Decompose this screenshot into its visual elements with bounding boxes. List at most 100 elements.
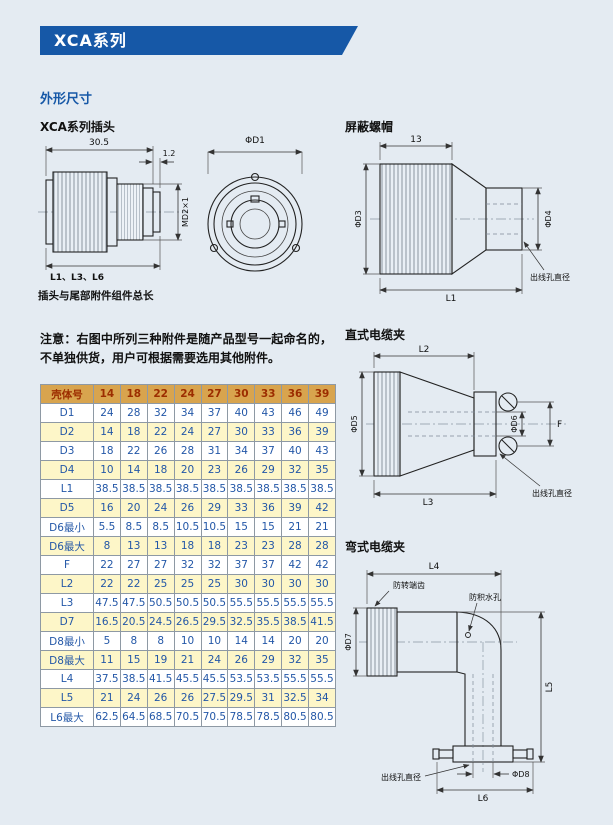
cell-value: 15 — [119, 650, 148, 670]
cell-value: 18 — [200, 536, 229, 556]
bayonet-lug — [209, 243, 219, 253]
series-banner: XCA系列 — [40, 26, 358, 55]
cell-value: 38.5 — [281, 479, 309, 499]
cell-value: 80.5 — [281, 707, 309, 727]
cell-value: 34 — [308, 688, 336, 708]
nut-width-dim: 13 — [410, 135, 421, 145]
cell-value: 70.5 — [173, 707, 202, 727]
cell-value: 21 — [281, 517, 309, 537]
plug-step-dim: 1.2 — [163, 149, 176, 158]
cell-value: 8.5 — [119, 517, 148, 537]
cell-value: 55.5 — [281, 593, 309, 613]
cell-value: 28 — [281, 536, 309, 556]
cell-value: 34 — [173, 403, 202, 423]
cell-value: 35 — [308, 650, 336, 670]
row-label: D8最大 — [40, 650, 94, 670]
cell-value: 24 — [200, 650, 229, 670]
cell-value: 36 — [254, 498, 283, 518]
cell-value: 20 — [119, 498, 148, 518]
cell-value: 31 — [200, 441, 229, 461]
cell-value: 27 — [146, 555, 175, 575]
cell-value: 25 — [200, 574, 229, 594]
cell-value: 43 — [254, 403, 283, 423]
cell-value: 16.5 — [93, 612, 121, 632]
cell-value: 50.5 — [173, 593, 202, 613]
cell-value: 42 — [281, 555, 309, 575]
cell-value: 35 — [308, 460, 336, 480]
plug-side-view: 30.5 1.2 MD2×1 L1、L3、L6 — [38, 138, 190, 283]
cell-value: 32.5 — [227, 612, 256, 632]
nut-outlet-label: 出线孔直径 — [530, 272, 570, 282]
cell-value: 38.5 — [308, 479, 336, 499]
cell-value: 41.5 — [146, 669, 175, 689]
straight-clamp-figure-title: 直式电缆夹 — [345, 328, 406, 342]
cell-value: 31 — [254, 688, 283, 708]
cell-value: 15 — [254, 517, 283, 537]
cell-value: 32 — [281, 460, 309, 480]
col-header: 36 — [281, 384, 309, 404]
cell-value: 36 — [281, 422, 309, 442]
cell-value: 33 — [254, 422, 283, 442]
cell-value: 50.5 — [200, 593, 229, 613]
cell-value: 45.5 — [173, 669, 202, 689]
nut-l1-dim: L1 — [446, 294, 457, 302]
cell-value: 14 — [227, 631, 256, 651]
cell-value: 20.5 — [119, 612, 148, 632]
shield-nut-figure-title: 屏蔽螺帽 — [345, 120, 394, 134]
cell-value: 18 — [173, 536, 202, 556]
cell-value: 26 — [146, 441, 175, 461]
cell-value: 38.5 — [200, 479, 229, 499]
bent-outlet-label: 出线孔直径 — [381, 772, 421, 782]
cell-value: 78.5 — [227, 707, 256, 727]
cell-value: 26.5 — [173, 612, 202, 632]
cell-value: 18 — [146, 460, 175, 480]
col-header: 27 — [200, 384, 229, 404]
cell-value: 10 — [173, 631, 202, 651]
cell-value: 24 — [146, 498, 175, 518]
row-label: L4 — [40, 669, 94, 689]
cell-value: 26 — [173, 498, 202, 518]
cell-value: 24 — [173, 422, 202, 442]
plug-total-length-dim: 30.5 — [89, 138, 109, 148]
row-label: F — [40, 555, 94, 575]
cell-value: 22 — [146, 422, 175, 442]
cell-value: 28 — [308, 536, 336, 556]
cell-value: 18 — [93, 441, 121, 461]
cell-value: 50.5 — [146, 593, 175, 613]
cell-value: 27 — [200, 422, 229, 442]
bent-l4-dim: L4 — [429, 562, 440, 572]
bent-clamp-figure-title: 弯式电缆夹 — [345, 540, 406, 554]
plug-front-view: ΦD1 — [207, 136, 303, 272]
drain-hole-label: 防积水孔 — [469, 592, 501, 602]
cell-value: 41.5 — [308, 612, 336, 632]
cell-value: 55.5 — [227, 593, 256, 613]
cell-value: 38.5 — [119, 669, 148, 689]
shield-nut-drawing: 13 ΦD3 ΦD4 L1 出线孔直径 — [354, 135, 570, 302]
cell-value: 30 — [227, 422, 256, 442]
cell-value: 55.5 — [308, 593, 336, 613]
bent-clamp-drawing: L4 防转端齿 防积水孔 ΦD7 L5 ΦD8 出线孔直径 L6 — [345, 562, 555, 802]
bent-l6-dim: L6 — [478, 794, 489, 802]
nut-d4-dim: ΦD4 — [544, 210, 553, 228]
cell-value: 55.5 — [308, 669, 336, 689]
cell-value: 45.5 — [200, 669, 229, 689]
cell-value: 53.5 — [254, 669, 283, 689]
cell-value: 32 — [281, 650, 309, 670]
cell-value: 16 — [93, 498, 121, 518]
straight-l2-dim: L2 — [419, 345, 430, 355]
plug-thread-dim: MD2×1 — [181, 197, 190, 227]
cell-value: 23 — [254, 536, 283, 556]
straight-outlet-label: 出线孔直径 — [532, 488, 572, 498]
cell-value: 33 — [227, 498, 256, 518]
cell-value: 14 — [93, 422, 121, 442]
cell-value: 21 — [173, 650, 202, 670]
